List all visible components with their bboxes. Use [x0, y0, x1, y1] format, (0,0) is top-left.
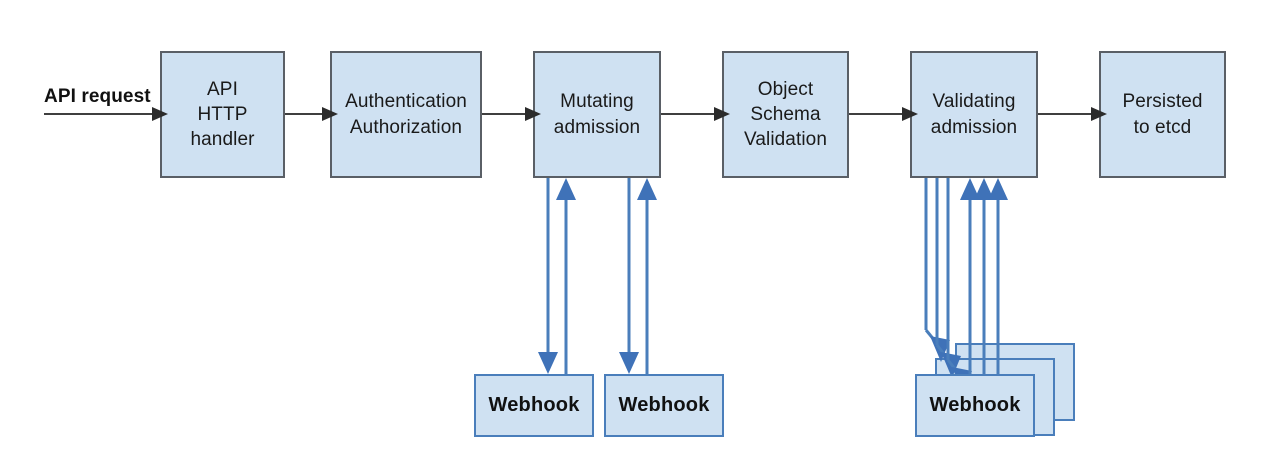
arrow-object-schema-to-validating — [849, 107, 918, 121]
webhook-box-mutating-1[interactable]: Webhook — [474, 374, 594, 437]
stage-label: Persisted to etcd — [1122, 91, 1203, 138]
stage-validating-admission[interactable]: Validating admission — [910, 51, 1038, 178]
webhook-label: Webhook — [488, 394, 580, 416]
arrow-api-request-to-handler — [44, 107, 168, 121]
webhook-box-mutating-2[interactable]: Webhook — [604, 374, 724, 437]
stage-mutating-admission[interactable]: Mutating admission — [533, 51, 661, 178]
stage-persisted-to-etcd[interactable]: Persisted to etcd — [1099, 51, 1226, 178]
arrow-mutating-to-object-schema — [661, 107, 730, 121]
stage-label: Validating admission — [930, 91, 1018, 138]
arrow-mutating-to-webhook-1 — [538, 178, 558, 374]
stage-api-http-handler[interactable]: API HTTP handler — [160, 51, 285, 178]
webhook-label: Webhook — [929, 394, 1021, 416]
arrow-validating-to-webhook-stack-1 — [924, 178, 950, 362]
stage-object-schema-validation[interactable]: Object Schema Validation — [722, 51, 849, 178]
webhook-box-validating-1[interactable]: Webhook — [915, 374, 1035, 437]
stage-label: API HTTP handler — [190, 78, 255, 151]
api-request-label: API request — [44, 86, 151, 107]
stage-label: Authentication Authorization — [345, 91, 467, 138]
stage-authentication-authorization[interactable]: Authentication Authorization — [330, 51, 482, 178]
arrow-validating-to-persisted — [1038, 107, 1107, 121]
webhook-label: Webhook — [618, 394, 710, 416]
arrow-webhook-1-to-mutating — [556, 178, 576, 374]
arrow-mutating-to-webhook-2 — [619, 178, 639, 374]
stage-label: Object Schema Validation — [743, 78, 828, 151]
arrow-webhook-2-to-mutating — [637, 178, 657, 374]
stage-label: Mutating admission — [553, 91, 641, 138]
